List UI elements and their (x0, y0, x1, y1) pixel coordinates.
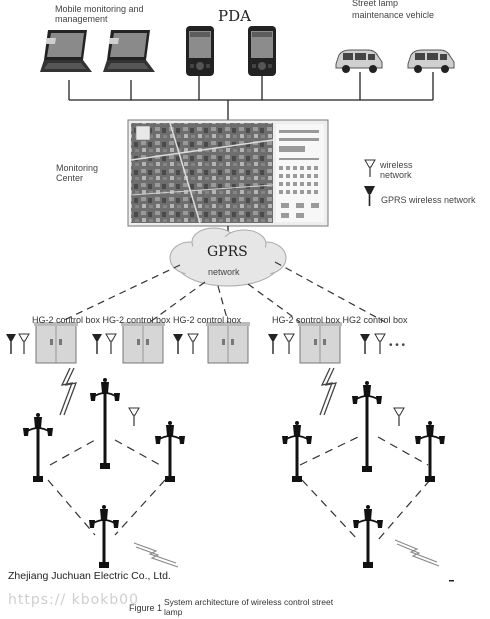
control-boxes-left-label: HG-2 control box HG-2 control box HG-2 c… (32, 315, 242, 325)
control-cabinet-icon (298, 322, 342, 364)
suv-icon (407, 49, 455, 73)
lightning-signal-icon (59, 367, 78, 416)
gprs-links (59, 261, 386, 323)
antenna-icon (268, 334, 278, 354)
watermark: https:// kbokb00 (8, 592, 140, 608)
street-lamp-icon (282, 421, 312, 482)
gprs-cloud (169, 227, 287, 287)
gprs-wireless-network-label: GPRS wireless network (381, 195, 476, 205)
street-lamp-icon (353, 505, 383, 568)
control-cabinet-icon (34, 322, 78, 364)
antenna-icon (393, 407, 405, 426)
figure-number: Figure 1 (129, 603, 163, 613)
street-lamp-icon (90, 378, 120, 469)
pda-icon (186, 26, 214, 76)
suv-icon (335, 49, 383, 73)
mobile-monitoring-label: Mobile monitoring and management (55, 4, 144, 24)
wireless-network-label: wireless network (380, 160, 413, 180)
street-lamp-icon (23, 413, 53, 482)
laptop-icon (103, 30, 155, 72)
antenna-icon (187, 333, 199, 354)
street-lamp-icon (352, 381, 382, 472)
antenna-icon (128, 407, 140, 426)
monitoring-center-label: Monitoring Center (56, 163, 99, 183)
monitoring-center-screen (127, 119, 329, 227)
antenna-icon (92, 334, 102, 354)
top-bus (68, 72, 434, 120)
control-boxes-right-label: HG-2 control box HG2 control box (272, 315, 408, 325)
antenna-icon (374, 333, 386, 354)
antenna-icon (360, 334, 370, 354)
lamp-mesh-links (47, 436, 431, 541)
lightning-signal-icon (133, 542, 179, 568)
antenna-icon (105, 333, 117, 354)
pda-label: PDA (218, 7, 251, 25)
ellipsis: • • • (389, 340, 406, 351)
lightning-signal-icon (394, 539, 440, 567)
control-cabinet-icon (121, 322, 165, 364)
gprs-title: GPRS (207, 244, 248, 260)
street-lamp-icon (89, 505, 119, 568)
antenna-icon (6, 334, 16, 354)
company-name: Zhejiang Juchuan Electric Co., Ltd. (8, 570, 171, 582)
pda-icon (248, 26, 276, 76)
control-cabinet-icon (206, 322, 250, 364)
antenna-icon (283, 333, 295, 354)
laptop-icon (40, 30, 92, 72)
vehicle-label: Street lamp maintenance vehicle (352, 0, 435, 20)
antenna-icon (364, 186, 375, 206)
lightning-signal-icon (319, 367, 338, 416)
gprs-network-label: network (208, 267, 240, 277)
antenna-icon (364, 159, 376, 177)
antenna-row (6, 333, 405, 426)
antenna-icon (18, 333, 30, 354)
antenna-icon (173, 334, 183, 354)
street-lamp-icon (155, 421, 185, 482)
street-lamp-icon (415, 421, 445, 482)
figure-caption: System architecture of wireless control … (164, 597, 334, 617)
